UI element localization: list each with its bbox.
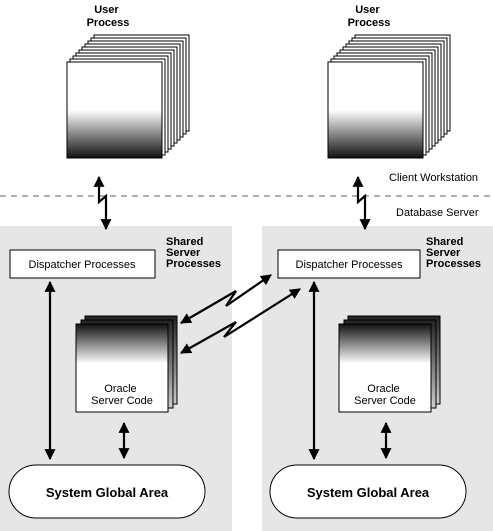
dispatcher-label-right: Dispatcher Processes [296,259,403,271]
user-process-sheet-front [66,61,163,159]
sga-label-right: System Global Area [307,485,430,500]
oracle-server-code-label-right: Oracle Server Code [354,383,416,407]
dispatcher-box-right [277,249,421,279]
sga-shape-left [8,464,206,519]
client-workstation-label: Client Workstation [389,172,478,184]
cross-connection-lower [180,288,301,354]
dispatcher-box-left [9,249,156,279]
shared-server-label-left: Shared Server Processes [166,236,221,270]
network-connection-right [352,175,371,231]
user-process-label-right: User Process [348,4,391,29]
sga-shape-right [269,464,467,519]
sga-label-left: System Global Area [46,485,169,500]
oracle-server-code-right [338,315,441,413]
shared-server-label-right: Shared Server Processes [426,236,481,270]
user-process-label-left: User Process [87,4,130,29]
user-process-sheet-front [327,61,424,159]
dispatcher-label-left: Dispatcher Processes [29,259,136,271]
oracle-server-code-left [75,315,178,413]
network-connection-left [93,175,112,231]
user-process-stack-right [327,34,451,159]
database-server-label: Database Server [396,207,479,219]
oracle-server-code-label-left: Oracle Server Code [91,383,153,407]
user-process-stack-left [66,34,190,159]
